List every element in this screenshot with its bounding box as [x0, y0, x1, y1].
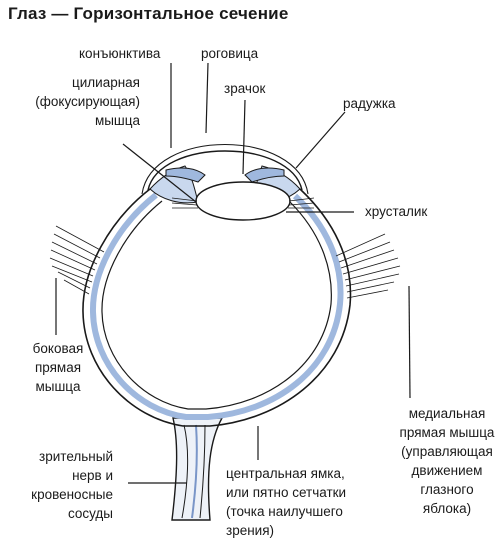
svg-text:мышца: мышца [35, 379, 81, 394]
label-medial-rectus: медиальная прямая мышца (управляющая дви… [400, 406, 495, 516]
svg-text:(фокусирующая): (фокусирующая) [35, 94, 140, 109]
lens [195, 181, 291, 221]
svg-text:мышца: мышца [95, 113, 141, 128]
conjunctiva [141, 144, 309, 195]
medial-rectus-muscle [335, 233, 401, 299]
label-pupil: зрачок [224, 81, 265, 96]
svg-text:кровеносные: кровеносные [31, 487, 113, 502]
label-optic-nerve: зрительный нерв и кровеносные сосуды [31, 449, 113, 521]
svg-text:или пятно сетчатки: или пятно сетчатки [226, 485, 346, 500]
svg-text:зрачок: зрачок [224, 81, 265, 96]
label-iris: радужка [343, 96, 396, 111]
svg-text:конъюнктива: конъюнктива [79, 46, 161, 61]
svg-text:нерв и: нерв и [72, 468, 113, 483]
svg-text:(управляющая: (управляющая [401, 444, 493, 459]
svg-text:хрусталик: хрусталик [365, 204, 427, 219]
eyeball [82, 188, 352, 427]
zonular-fibers [171, 197, 315, 209]
svg-text:зрительный: зрительный [39, 449, 113, 464]
leader-lines [55, 62, 411, 484]
optic-nerve [171, 417, 224, 521]
svg-text:глазного: глазного [420, 482, 473, 497]
svg-text:боковая: боковая [33, 341, 84, 356]
svg-text:яблока): яблока) [423, 501, 471, 516]
label-cornea: роговица [201, 46, 259, 61]
diagram-title: Глаз — Горизонтальное сечение [8, 4, 289, 23]
svg-text:движением: движением [412, 463, 483, 478]
svg-text:роговица: роговица [201, 46, 259, 61]
label-fovea: центральная ямка, или пятно сетчатки (то… [226, 466, 346, 538]
svg-text:зрения): зрения) [226, 523, 274, 538]
label-conjunctiva: конъюнктива [79, 46, 161, 61]
svg-text:цилиарная: цилиарная [72, 75, 140, 90]
svg-text:медиальная: медиальная [409, 406, 486, 421]
label-lateral-rectus: боковая прямая мышца [33, 341, 84, 394]
svg-text:прямая мышца: прямая мышца [400, 425, 495, 440]
label-lens: хрусталик [365, 204, 427, 219]
svg-text:(точка наилучшего: (точка наилучшего [226, 504, 343, 519]
cornea [147, 150, 303, 191]
svg-text:радужка: радужка [343, 96, 396, 111]
label-ciliary-muscle: цилиарная (фокусирующая) мышца [35, 75, 140, 128]
lateral-rectus-muscle [49, 225, 105, 295]
svg-text:прямая: прямая [35, 360, 81, 375]
svg-text:сосуды: сосуды [68, 506, 113, 521]
iris-left [165, 167, 206, 183]
svg-text:центральная ямка,: центральная ямка, [226, 466, 345, 481]
